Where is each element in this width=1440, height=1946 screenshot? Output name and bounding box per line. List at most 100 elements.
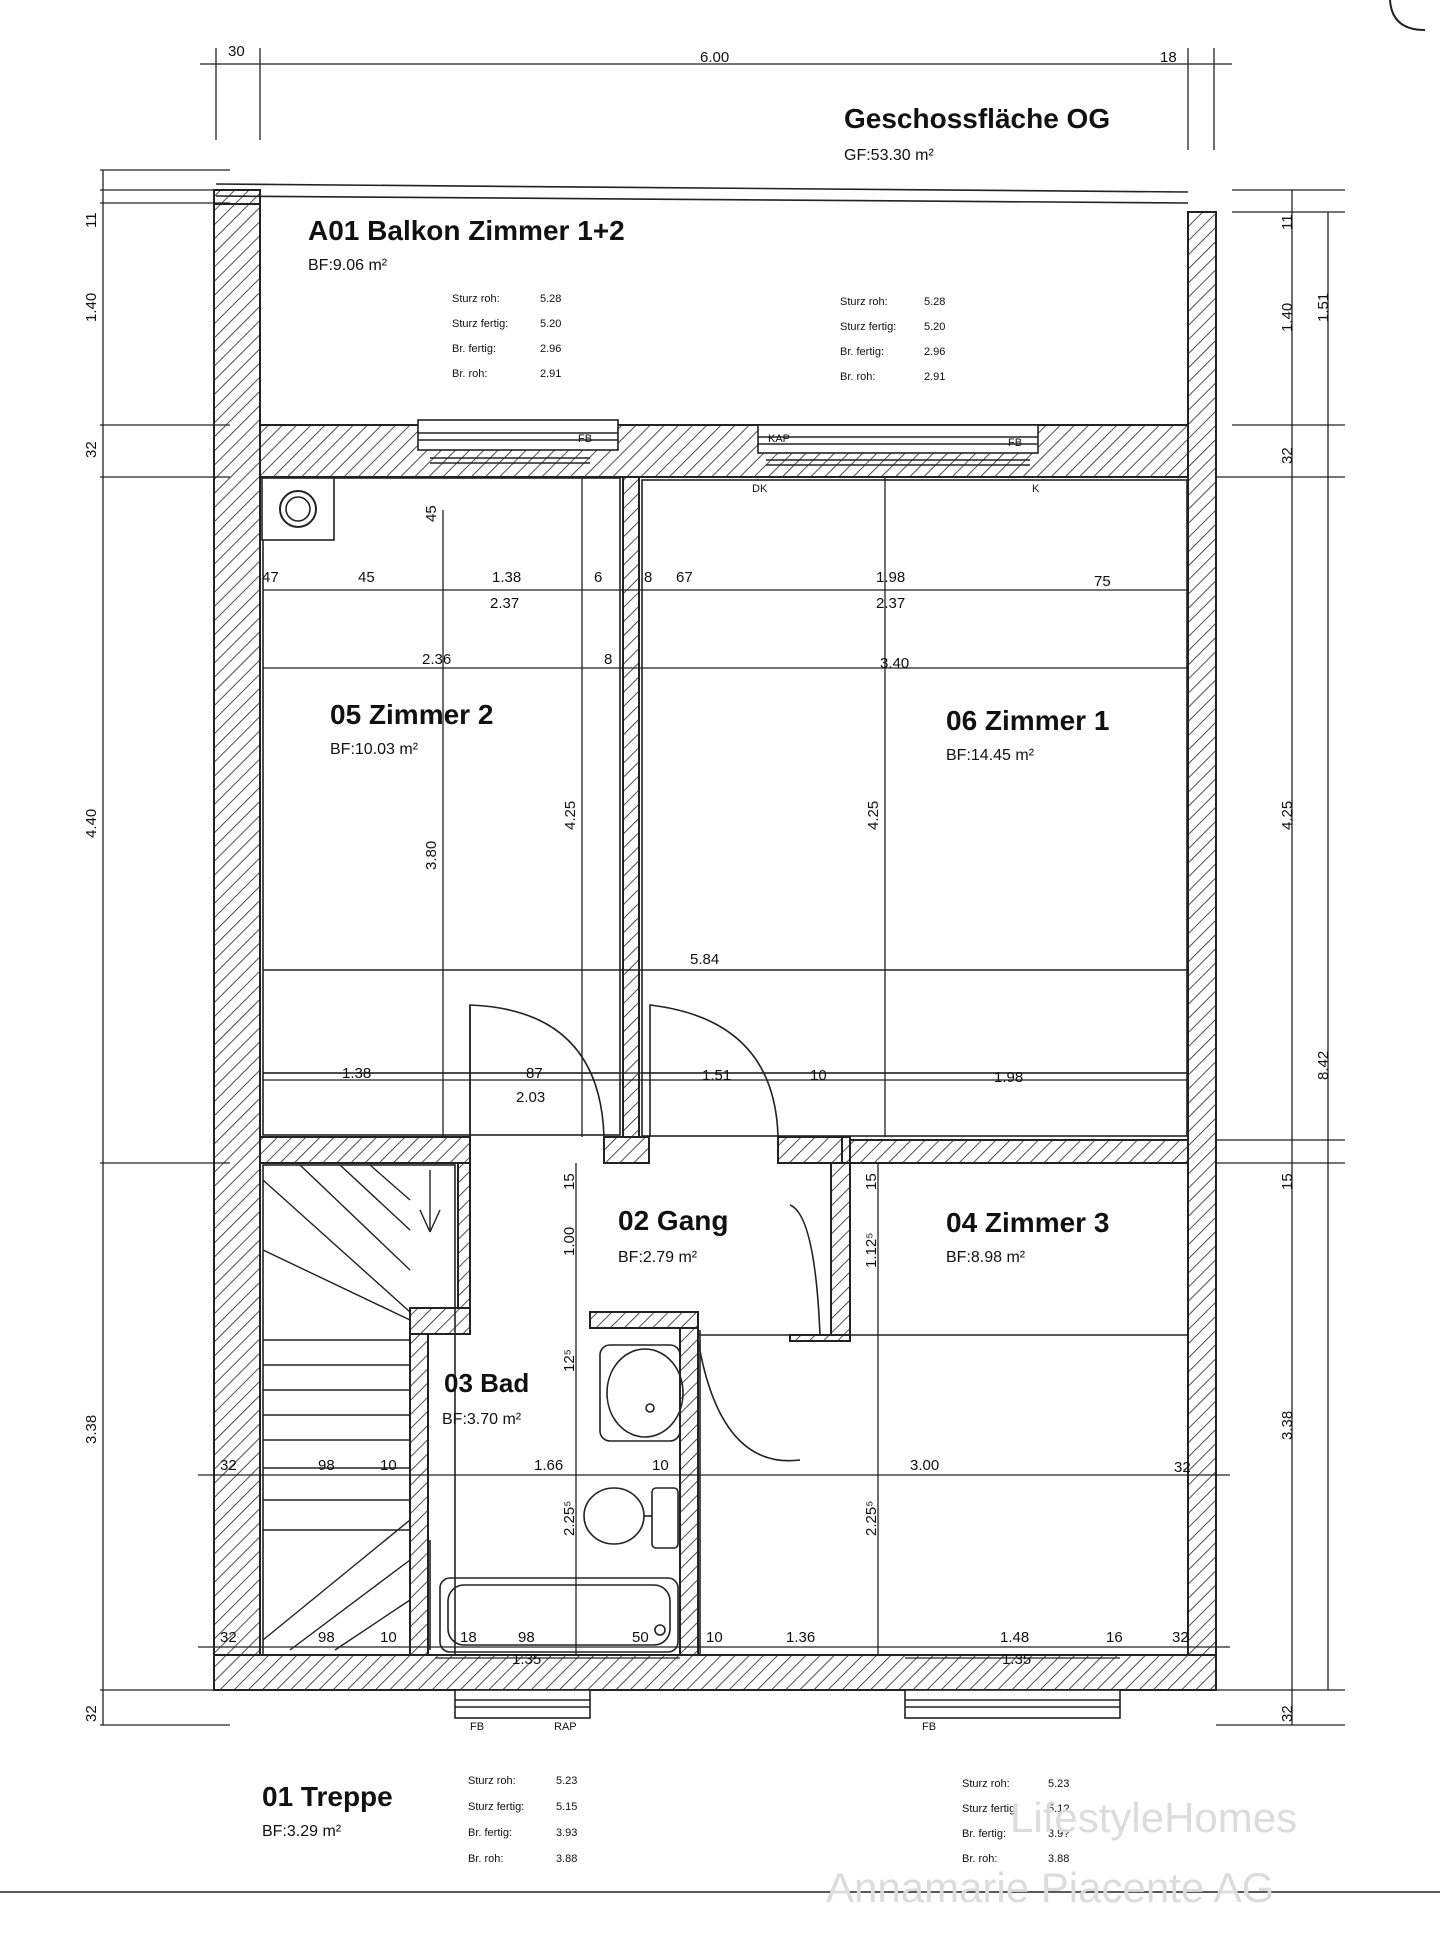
svg-text:3.88: 3.88: [556, 1853, 577, 1865]
svg-text:Br. roh:: Br. roh:: [840, 371, 875, 383]
svg-text:FB: FB: [578, 433, 592, 445]
svg-text:5.28: 5.28: [924, 296, 945, 308]
svg-text:87: 87: [526, 1065, 543, 1082]
window-bottom-right: [904, 1689, 1121, 1719]
svg-text:45: 45: [358, 569, 375, 586]
svg-text:2.25⁵: 2.25⁵: [561, 1501, 578, 1536]
svg-text:Br. roh:: Br. roh:: [452, 368, 487, 380]
room-bad-area: BF:3.70 m²: [442, 1411, 522, 1428]
svg-text:10: 10: [706, 1629, 723, 1646]
svg-text:32: 32: [1172, 1629, 1189, 1646]
svg-text:Br. fertig:: Br. fertig:: [452, 343, 496, 355]
svg-text:FB: FB: [922, 1721, 936, 1733]
svg-text:2.37: 2.37: [490, 595, 519, 612]
svg-text:Sturz roh:: Sturz roh:: [962, 1778, 1010, 1790]
svg-text:Sturz roh:: Sturz roh:: [840, 296, 888, 308]
svg-text:1.40: 1.40: [83, 293, 100, 322]
svg-text:16: 16: [1106, 1629, 1123, 1646]
svg-text:Sturz fertig:: Sturz fertig:: [962, 1803, 1018, 1815]
svg-text:FB: FB: [1008, 437, 1022, 449]
svg-text:FB: FB: [470, 1721, 484, 1733]
svg-text:5.28: 5.28: [540, 293, 561, 305]
sink-icon: [599, 1344, 684, 1442]
floor-area: GF:53.30 m²: [844, 147, 934, 164]
room-zimmer1-name: 06 Zimmer 1: [946, 705, 1109, 736]
room-treppe-name: 01 Treppe: [262, 1781, 393, 1812]
svg-text:1.35: 1.35: [1002, 1651, 1031, 1668]
svg-text:8.42: 8.42: [1315, 1051, 1332, 1080]
svg-text:5.23: 5.23: [556, 1775, 577, 1787]
svg-text:6.00: 6.00: [700, 49, 729, 66]
dimension-lines: [100, 48, 1345, 1726]
room-zimmer1-area: BF:14.45 m²: [946, 747, 1035, 764]
watermark-line2: Annamarie Piacente AG: [826, 1864, 1274, 1911]
svg-text:2.03: 2.03: [516, 1089, 545, 1106]
room-zimmer2-area: BF:10.03 m²: [330, 741, 419, 758]
svg-text:2.91: 2.91: [924, 371, 945, 383]
svg-text:Sturz fertig:: Sturz fertig:: [452, 318, 508, 330]
svg-text:3.93: 3.93: [556, 1827, 577, 1839]
svg-text:98: 98: [318, 1457, 335, 1474]
watermark-line1: LifestyleHomes: [1010, 1794, 1297, 1841]
svg-text:8: 8: [604, 651, 612, 668]
svg-text:47: 47: [262, 569, 279, 586]
door-swings: [469, 1004, 821, 1462]
svg-text:32: 32: [83, 1705, 100, 1722]
window-spec-top-left: Sturz roh:5.28 Sturz fertig:5.20 Br. fer…: [452, 293, 561, 380]
svg-text:45: 45: [423, 505, 440, 522]
svg-text:1.66: 1.66: [534, 1457, 563, 1474]
svg-text:Br. fertig:: Br. fertig:: [962, 1828, 1006, 1840]
svg-text:2.25⁵: 2.25⁵: [863, 1501, 880, 1536]
svg-text:32: 32: [1279, 447, 1296, 464]
room-gang-area: BF:2.79 m²: [618, 1249, 698, 1266]
svg-text:10: 10: [652, 1457, 669, 1474]
svg-text:1.48: 1.48: [1000, 1629, 1029, 1646]
room-zimmer2-name: 05 Zimmer 2: [330, 699, 493, 730]
svg-text:67: 67: [676, 569, 693, 586]
svg-text:10: 10: [380, 1457, 397, 1474]
svg-text:15: 15: [1279, 1173, 1296, 1190]
svg-text:KAP: KAP: [768, 433, 790, 445]
toilet-icon: [583, 1487, 679, 1549]
svg-text:Br. fertig:: Br. fertig:: [840, 346, 884, 358]
bathtub-icon: [429, 1540, 679, 1653]
dimension-labels: 30 6.00 18 47 45 1.38 6 8 67 1.98 75 2.3…: [220, 43, 1191, 1668]
svg-text:10: 10: [380, 1629, 397, 1646]
svg-text:32: 32: [1279, 1705, 1296, 1722]
svg-text:18: 18: [1160, 49, 1177, 66]
svg-text:6: 6: [594, 569, 602, 586]
svg-text:Sturz roh:: Sturz roh:: [468, 1775, 516, 1787]
svg-text:Sturz fertig:: Sturz fertig:: [468, 1801, 524, 1813]
svg-text:3.38: 3.38: [1279, 1411, 1296, 1440]
svg-text:Br. roh:: Br. roh:: [468, 1853, 503, 1865]
room-labels: Geschossfläche OG GF:53.30 m² A01 Balkon…: [262, 103, 1110, 1840]
svg-text:2.96: 2.96: [540, 343, 561, 355]
svg-text:5.1?: 5.1?: [1048, 1803, 1069, 1815]
svg-text:3.38: 3.38: [83, 1415, 100, 1444]
room-zimmer3-name: 04 Zimmer 3: [946, 1207, 1109, 1238]
svg-text:98: 98: [518, 1629, 535, 1646]
svg-text:1.38: 1.38: [492, 569, 521, 586]
svg-text:32: 32: [83, 441, 100, 458]
svg-text:4.25: 4.25: [1279, 801, 1296, 830]
staircase: [262, 1164, 441, 1651]
svg-text:1.51: 1.51: [1315, 293, 1332, 322]
window-spec-bottom-left: Sturz roh:5.23 Sturz fertig:5.15 Br. fer…: [468, 1775, 577, 1865]
window-top-right: [757, 424, 1039, 466]
svg-text:3.9?: 3.9?: [1048, 1828, 1069, 1840]
walls: [213, 189, 1217, 1691]
svg-text:4.25: 4.25: [865, 801, 882, 830]
svg-text:15: 15: [863, 1173, 880, 1190]
svg-text:3.88: 3.88: [1048, 1853, 1069, 1865]
room-gang-name: 02 Gang: [618, 1205, 728, 1236]
svg-text:50: 50: [632, 1629, 649, 1646]
svg-text:3.40: 3.40: [880, 655, 909, 672]
svg-text:12⁵: 12⁵: [561, 1349, 578, 1372]
svg-text:4.25: 4.25: [562, 801, 579, 830]
svg-text:K: K: [1032, 483, 1040, 495]
svg-text:1.40: 1.40: [1279, 303, 1296, 332]
svg-text:5.20: 5.20: [540, 318, 561, 330]
svg-text:1.00: 1.00: [561, 1227, 578, 1256]
window-spec-top-right: Sturz roh:5.28 Sturz fertig:5.20 Br. fer…: [840, 296, 945, 383]
